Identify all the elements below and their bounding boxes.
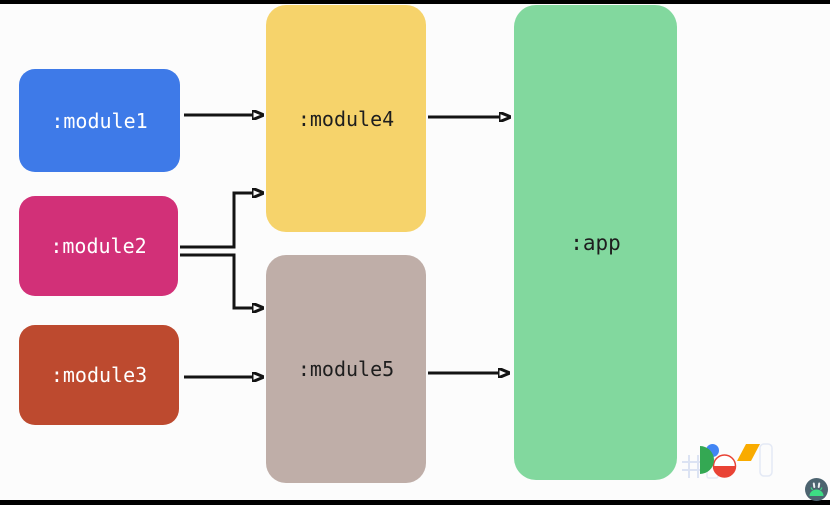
- node-module1: :module1: [19, 69, 180, 172]
- nine-shape-icon: [700, 446, 714, 474]
- letterbox-top: [0, 0, 830, 4]
- letterbox-bottom: [0, 500, 830, 505]
- node-module1-label: :module1: [51, 108, 148, 133]
- android-avatar-icon: [805, 478, 828, 501]
- node-module4: :module4: [266, 5, 426, 232]
- edge-module2-module5: [180, 253, 253, 308]
- node-module4-label: :module4: [297, 106, 395, 131]
- node-app-label: :app: [570, 230, 621, 255]
- node-module3: :module3: [19, 325, 179, 425]
- node-module2: :module2: [19, 196, 178, 296]
- o-circle-icon: [712, 454, 737, 478]
- avatar-mark-left: [812, 482, 816, 488]
- avatar-mark-right: [817, 482, 821, 488]
- nine-bar-icon: [759, 443, 773, 477]
- node-module5: :module5: [266, 255, 426, 483]
- google-io-logo-icon: [682, 443, 773, 479]
- one-shape-icon: [737, 444, 760, 461]
- android-head-icon: [809, 487, 824, 496]
- node-module3-label: :module3: [50, 363, 148, 387]
- edge-module2-module4: [180, 193, 253, 249]
- node-module5-label: :module5: [297, 357, 395, 381]
- node-module2-label: :module2: [50, 234, 147, 258]
- node-app: :app: [514, 5, 677, 480]
